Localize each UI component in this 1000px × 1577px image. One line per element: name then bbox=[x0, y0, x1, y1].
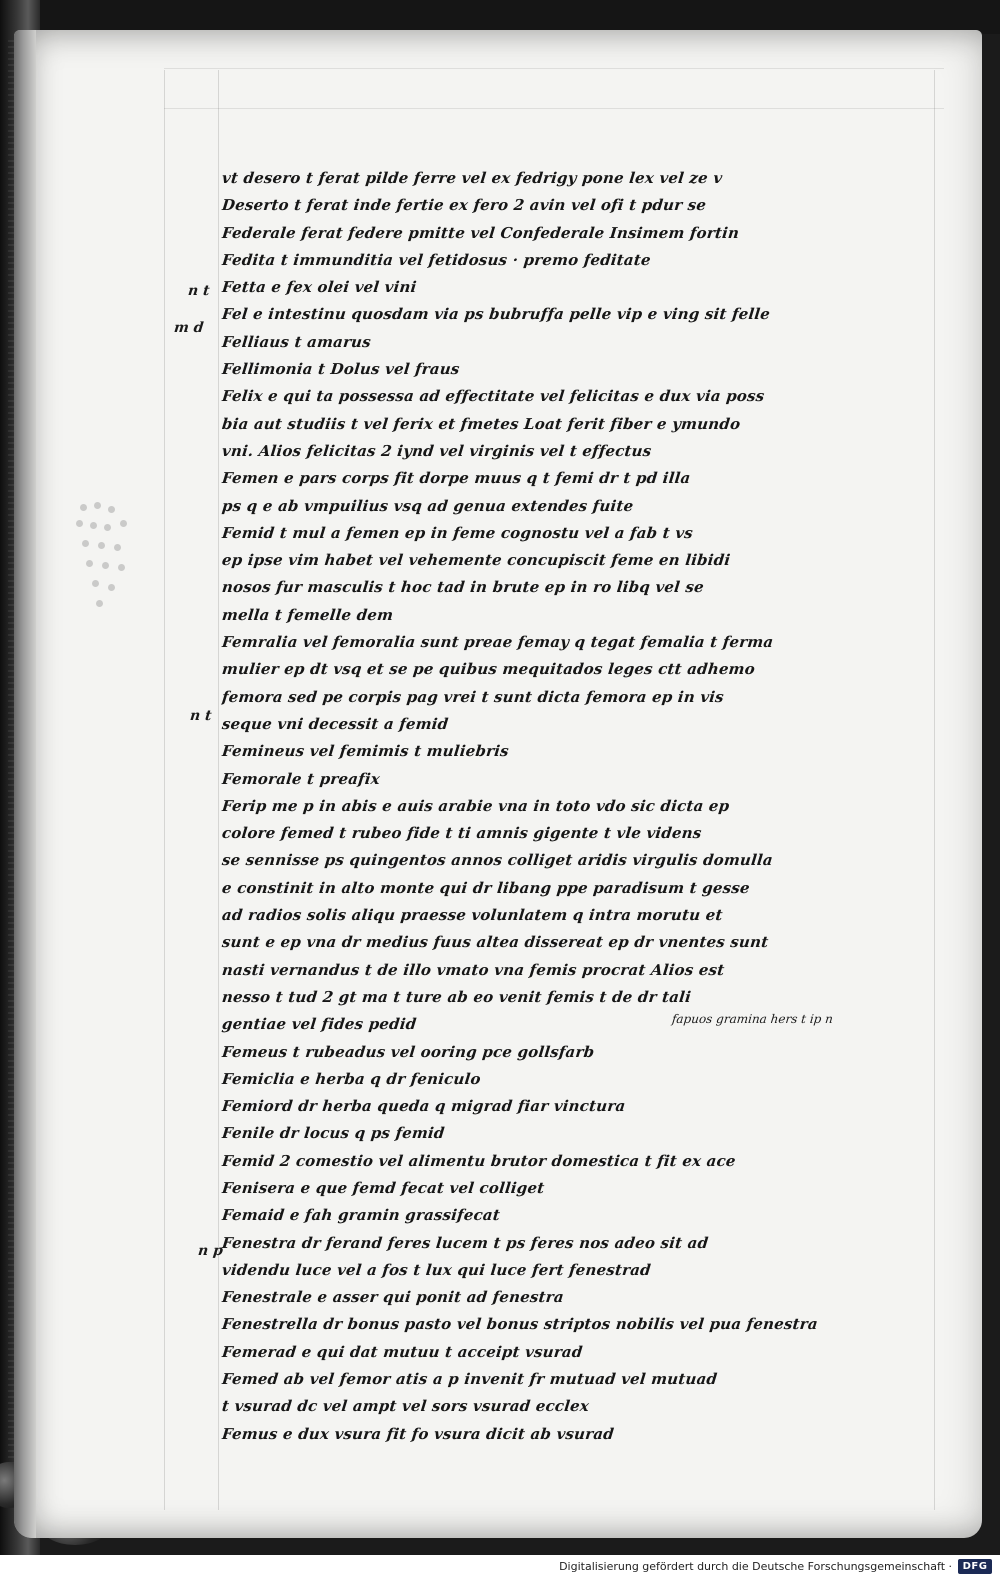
manuscript-line: nasti vernandus t de illo vmato vna femi… bbox=[221, 960, 726, 979]
manuscript-line: Fenestrella dr bonus pasto vel bonus str… bbox=[221, 1315, 819, 1334]
manuscript-line: bia aut studiis t vel ferix et fmetes Lo… bbox=[221, 414, 742, 433]
manuscript-line: ad radios solis aliqu praesse volunlatem… bbox=[221, 906, 724, 925]
manuscript-line: mella t femelle dem bbox=[221, 605, 395, 624]
manuscript-line: seque vni decessit a femid bbox=[221, 714, 450, 733]
manuscript-line: Fenestra dr ferand feres lucem t ps fere… bbox=[221, 1233, 710, 1252]
manuscript-line: Femaid e fah gramin grassifecat bbox=[221, 1206, 501, 1225]
page-gutter-edge bbox=[14, 30, 36, 1538]
manuscript-line: Ferip me p in abis e auis arabie vna in … bbox=[221, 796, 731, 815]
ruling-line bbox=[218, 70, 219, 1510]
manuscript-line: Femid t mul a femen ep in feme cognostu … bbox=[221, 523, 694, 542]
manuscript-line: Federale ferat federe pmitte vel Confede… bbox=[221, 223, 741, 242]
manuscript-line: Fenisera e que femd fecat vel colliget bbox=[221, 1178, 546, 1197]
ruling-line bbox=[164, 68, 944, 69]
manuscript-line: e constinit in alto monte qui dr libang … bbox=[221, 878, 751, 897]
manuscript-line: se sennisse ps quingentos annos colliget… bbox=[221, 851, 774, 870]
manuscript-line: Fetta e fex olei vel vini bbox=[221, 278, 418, 297]
manuscript-line: Femid 2 comestio vel alimentu brutor dom… bbox=[221, 1151, 737, 1170]
manuscript-line: Felix e qui ta possessa ad effectitate v… bbox=[221, 387, 766, 406]
manuscript-line: nosos fur masculis t hoc tad in brute ep… bbox=[221, 578, 705, 597]
manuscript-line: Deserto t ferat inde fertie ex fero 2 av… bbox=[221, 196, 708, 215]
dfg-logo-icon: DFG bbox=[958, 1559, 992, 1574]
manuscript-line: nesso t tud 2 gt ma t ture ab eo venit f… bbox=[221, 987, 692, 1006]
manuscript-line: vt desero t ferat pilde ferre vel ex fed… bbox=[221, 169, 724, 187]
ruling-line bbox=[164, 108, 944, 109]
ruling-line bbox=[164, 70, 165, 1510]
manuscript-line: Femiord dr herba queda q migrad fiar vin… bbox=[221, 1097, 627, 1116]
manuscript-line: Femus e dux vsura fit fo vsura dicit ab … bbox=[221, 1424, 615, 1443]
margin-note: n t bbox=[187, 283, 211, 299]
manuscript-line: Femerad e qui dat mutuu t acceipt vsurad bbox=[221, 1342, 584, 1361]
manuscript-line: Femeus t rubeadus vel ooring pce gollsfa… bbox=[221, 1042, 596, 1061]
funding-credit: Digitalisierung gefördert durch die Deut… bbox=[559, 1560, 952, 1573]
margin-note: m d bbox=[173, 320, 205, 336]
manuscript-line: colore femed t rubeo fide t ti amnis gig… bbox=[221, 824, 703, 843]
manuscript-line: Femiclia e herba q dr feniculo bbox=[221, 1069, 482, 1088]
manuscript-line: videndu luce vel a fos t lux qui luce fe… bbox=[221, 1260, 652, 1279]
manuscript-line: sunt e ep vna dr medius fuus altea disse… bbox=[221, 933, 770, 952]
scan-background-top bbox=[0, 0, 1000, 34]
manuscript-line: ep ipse vim habet vel vehemente concupis… bbox=[221, 551, 732, 570]
manuscript-line: Femen e pars corps fit dorpe muus q t fe… bbox=[221, 469, 692, 488]
manuscript-line: Fellimonia t Dolus vel fraus bbox=[221, 360, 461, 379]
manuscript-line: t vsurad dc vel ampt vel sors vsurad ecc… bbox=[221, 1397, 591, 1416]
manuscript-line: gentiae vel fides pedid bbox=[221, 1015, 418, 1034]
manuscript-text-block: vt desero t ferat pilde ferre vel ex fed… bbox=[221, 165, 922, 1448]
manuscript-line: Femineus vel femimis t muliebris bbox=[221, 742, 510, 761]
manuscript-page bbox=[14, 30, 982, 1538]
ruling-line bbox=[934, 70, 935, 1510]
manuscript-line: mulier ep dt vsq et se pe quibus mequita… bbox=[221, 660, 756, 679]
manuscript-line: Femralia vel femoralia sunt preae femay … bbox=[221, 633, 775, 652]
manuscript-line: femora sed pe corpis pag vrei t sunt dic… bbox=[221, 687, 725, 706]
manuscript-line: ps q e ab vmpuilius vsq ad genua extende… bbox=[221, 496, 635, 515]
manuscript-line: Femorale t preafix bbox=[221, 769, 381, 788]
manuscript-line: Fenestrale e asser qui ponit ad fenestra bbox=[221, 1288, 565, 1307]
manuscript-line: Felliaus t amarus bbox=[221, 332, 372, 351]
margin-note: n t bbox=[189, 708, 213, 724]
manuscript-line: Fedita t immunditia vel fetidosus · prem… bbox=[221, 250, 652, 269]
manuscript-line: vni. Alios felicitas 2 iynd vel virginis… bbox=[221, 441, 653, 460]
manuscript-line: Fel e intestinu quosdam via ps bubruffa … bbox=[221, 305, 771, 324]
footer-bar: Digitalisierung gefördert durch die Deut… bbox=[0, 1555, 1000, 1577]
manuscript-line: Femed ab vel femor atis a p invenit fr m… bbox=[221, 1370, 719, 1389]
ink-bleed-through bbox=[72, 500, 142, 620]
manuscript-line: Fenile dr locus q ps femid bbox=[221, 1124, 446, 1143]
